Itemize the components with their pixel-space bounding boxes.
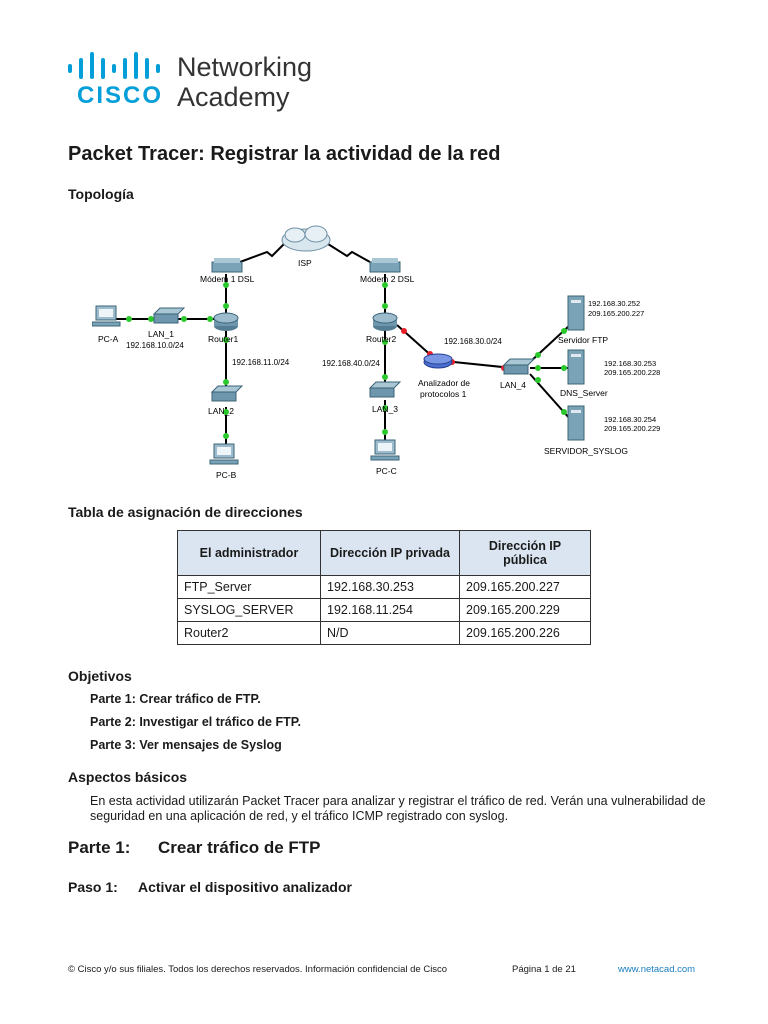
table-header-row: El administrador Dirección IP privada Di… (177, 530, 591, 576)
cisco-wordmark: CISCO (77, 82, 164, 109)
table-cell: Router2 (177, 621, 321, 645)
r1-lan2-network-label: 192.168.11.0/24 (232, 358, 290, 367)
page-title: Packet Tracer: Registrar la actividad de… (68, 143, 501, 165)
footer-copyright: © Cisco y/o sus filiales. Todos los dere… (68, 964, 448, 975)
modem2-label: Módem 2 DSL (360, 274, 415, 284)
pc-c-icon (370, 439, 400, 461)
pc-c-label: PC-C (376, 466, 397, 476)
part1-title: Crear tráfico de FTP (158, 838, 321, 857)
ftp-server-ip2: 209.165.200.227 (588, 309, 644, 318)
table-cell: 209.165.200.226 (459, 621, 591, 645)
dns-server-icon (567, 349, 585, 385)
syslog-server-ip1: 192.168.30.254 (604, 415, 656, 424)
step1-heading: Paso 1: Activar el dispositivo analizado… (68, 879, 352, 895)
cisco-bars-icon (68, 52, 160, 79)
syslog-server-icon (567, 405, 585, 441)
brand-line-1: Networking (177, 52, 313, 82)
ftp-server-label: Servidor FTP (558, 335, 608, 345)
r2-lan4-network-label: 192.168.30.0/24 (444, 337, 502, 346)
isp-label: ISP (298, 258, 312, 268)
dns-server-ip2: 209.165.200.228 (604, 368, 660, 377)
router2-icon (372, 312, 398, 331)
addressing-table: El administrador Dirección IP privada Di… (177, 530, 591, 645)
pc-b-label: PC-B (216, 470, 237, 480)
step1-title: Activar el dispositivo analizador (138, 879, 352, 895)
objective-item: Parte 1: Crear tráfico de FTP. (90, 692, 261, 706)
objectives-heading: Objetivos (68, 668, 132, 684)
lan3-label: LAN_3 (372, 404, 398, 414)
table-cell: 192.168.30.253 (320, 575, 460, 599)
lan1-label: LAN_1 (148, 329, 174, 339)
table-cell: 192.168.11.254 (320, 598, 460, 622)
analyzer-label-line1: Analizador de (418, 378, 470, 388)
lan2-label: LAN_2 (208, 406, 234, 416)
modem1-icon (211, 258, 243, 273)
table-heading: Tabla de asignación de direcciones (68, 504, 303, 520)
table-cell: N/D (320, 621, 460, 645)
pc-a-icon (92, 305, 121, 327)
table-row: SYSLOG_SERVER 192.168.11.254 209.165.200… (177, 598, 591, 622)
pc-a-label: PC-A (98, 334, 119, 344)
router1-label: Router1 (208, 334, 239, 344)
objective-item: Parte 3: Ver mensajes de Syslog (90, 738, 282, 752)
table-cell: FTP_Server (177, 575, 321, 599)
background-heading: Aspectos básicos (68, 769, 188, 785)
table-header-cell: Dirección IP pública (459, 530, 591, 576)
protocol-analyzer-icon (423, 353, 453, 369)
part1-number: Parte 1: (68, 838, 131, 857)
objective-item: Parte 2: Investigar el tráfico de FTP. (90, 715, 301, 729)
table-header-cell: Dirección IP privada (320, 530, 460, 576)
background-text: En esta actividad utilizarán Packet Trac… (90, 794, 706, 823)
router1-icon (213, 312, 239, 331)
table-cell: 209.165.200.229 (459, 598, 591, 622)
cisco-networking-academy-logo: CISCO Networking Academy (68, 52, 338, 112)
syslog-server-ip2: 209.165.200.229 (604, 424, 660, 433)
dns-server-ip1: 192.168.30.253 (604, 359, 656, 368)
r2-lan3-network-label: 192.168.40.0/24 (322, 359, 380, 368)
table-header-cell: El administrador (177, 530, 321, 576)
modem1-label: Módem 1 DSL (200, 274, 255, 284)
lan4-label: LAN_4 (500, 380, 526, 390)
lan1-network-label: 192.168.10.0/24 (126, 341, 184, 350)
pc-b-icon (209, 443, 239, 465)
dns-server-label: DNS_Server (560, 388, 608, 398)
router2-label: Router2 (366, 334, 397, 344)
brand-line-2: Academy (177, 82, 290, 112)
lan2-switch-icon (210, 385, 244, 402)
analyzer-label-line2: protocolos 1 (420, 389, 467, 399)
footer-page-number: Página 1 de 21 (512, 964, 576, 975)
part1-heading: Parte 1: Crear tráfico de FTP (68, 838, 321, 858)
table-cell: 209.165.200.227 (459, 575, 591, 599)
lan3-switch-icon (368, 381, 402, 398)
lan4-switch-icon (502, 358, 536, 375)
isp-cloud-icon (281, 225, 331, 252)
footer-link[interactable]: www.netacad.com (618, 964, 696, 975)
ftp-server-icon (567, 295, 585, 331)
table-row: FTP_Server 192.168.30.253 209.165.200.22… (177, 575, 591, 599)
syslog-server-label: SERVIDOR_SYSLOG (544, 446, 628, 456)
modem2-icon (369, 258, 401, 273)
step1-number: Paso 1: (68, 879, 118, 895)
table-row: Router2 N/D 209.165.200.226 (177, 621, 591, 645)
topology-diagram: ISP Módem 1 DSL Módem 2 DSL Router1 Rout… (92, 225, 660, 480)
table-cell: SYSLOG_SERVER (177, 598, 321, 622)
lan1-switch-icon (152, 307, 186, 324)
topology-heading: Topología (68, 186, 134, 202)
ftp-server-ip1: 192.168.30.252 (588, 299, 640, 308)
